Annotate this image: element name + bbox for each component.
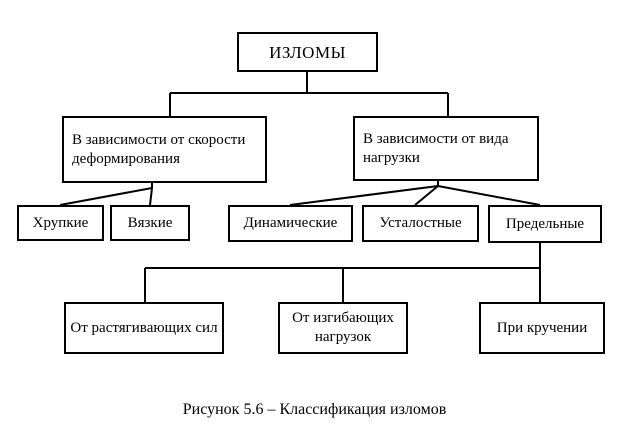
node-ultimate: Предельные	[488, 205, 602, 243]
node-fatigue: Усталостные	[362, 205, 479, 242]
node-by-load-type: В зависимости от вида нагрузки	[353, 116, 539, 181]
node-tension: От растягивающих сил	[64, 302, 224, 354]
node-torsion: При кручении	[479, 302, 605, 354]
node-brittle: Хрупкие	[17, 205, 104, 241]
node-ductile: Вязкие	[110, 205, 190, 241]
node-root: ИЗЛОМЫ	[237, 32, 378, 72]
node-by-deformation-rate: В зависимости от скорости деформирования	[62, 116, 267, 183]
figure-caption: Рисунок 5.6 – Классификация изломов	[182, 401, 447, 418]
node-bending: От изгибающих нагрузок	[278, 302, 408, 354]
node-dynamic: Динамические	[228, 205, 353, 242]
